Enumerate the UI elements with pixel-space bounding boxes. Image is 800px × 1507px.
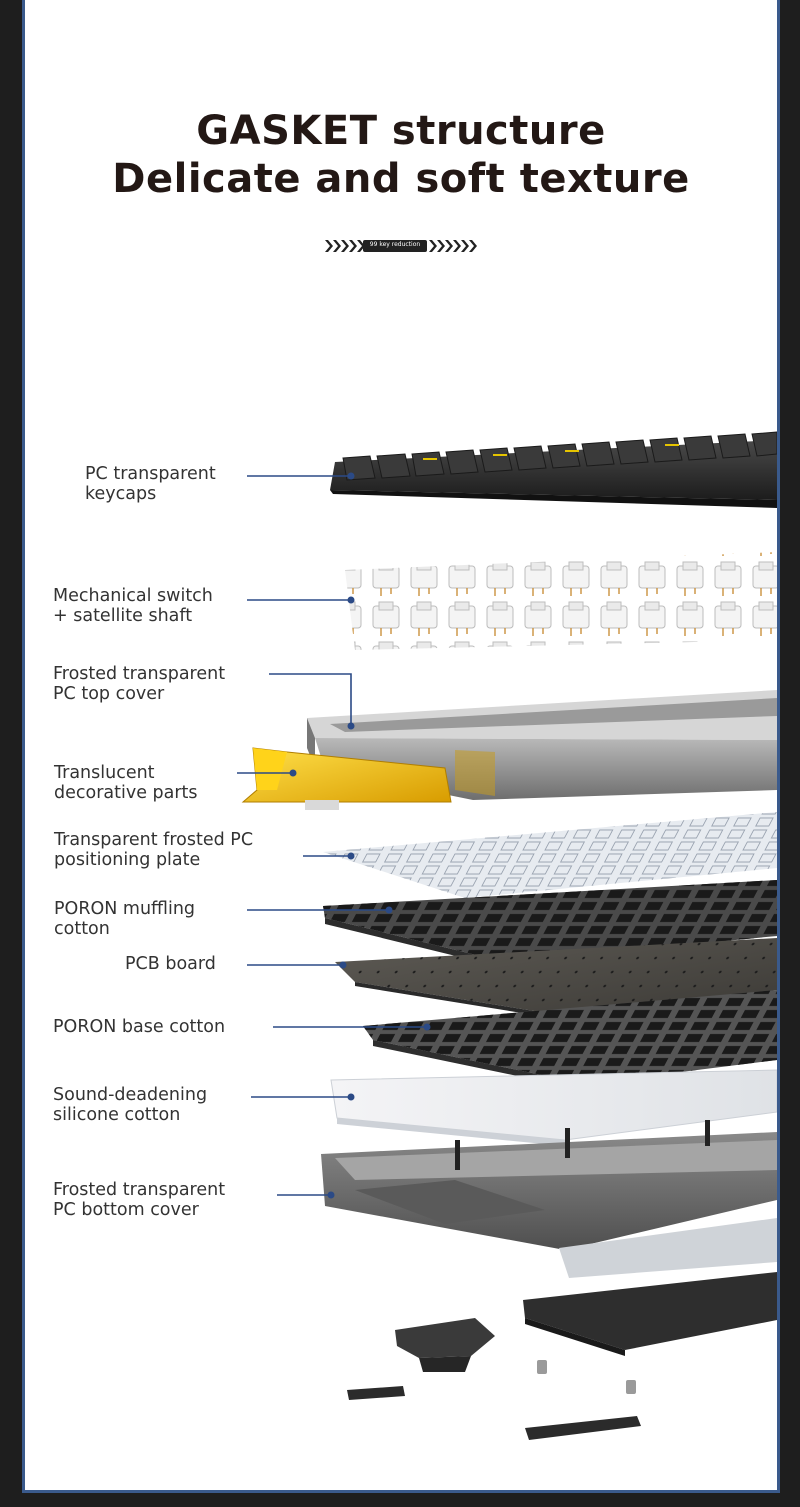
label-pcb: PCB board: [125, 954, 216, 974]
switches-layer: [345, 552, 777, 650]
title-line-2: Delicate and soft texture: [112, 156, 690, 202]
exploded-view-illustration: [237, 431, 777, 1440]
bottom-cover-layer: [321, 1120, 777, 1278]
pcb-layer: [335, 938, 777, 1020]
label-poron-base: PORON base cotton: [53, 1017, 226, 1037]
keycaps-layer: [330, 431, 777, 508]
label-decorative-parts: Translucent decorative parts: [54, 763, 198, 803]
label-positioning-plate: Transparent frosted PC positioning plate: [54, 830, 254, 870]
silicone-layer: [330, 1069, 777, 1146]
label-silicone: Sound-deadening silicone cotton: [53, 1085, 208, 1125]
badge-chevrons-icon: [325, 240, 477, 252]
decorative-part-layer: [241, 747, 452, 810]
label-top-cover: Frosted transparent PC top cover: [53, 664, 226, 704]
title-line-1: GASKET structure: [196, 108, 606, 154]
badge-label: 99 key reduction: [369, 241, 421, 248]
leader-dots: [289, 472, 431, 1199]
feet-parts: [347, 1272, 777, 1440]
label-keycaps: PC transparent keycaps: [85, 464, 216, 504]
label-poron-muffling: PORON muffling cotton: [54, 899, 196, 939]
positioning-plate-layer: [323, 812, 777, 898]
page-frame: GASKET structure Delicate and soft textu…: [22, 0, 780, 1493]
poron-muffling-layer: [323, 880, 777, 968]
label-switch: Mechanical switch + satellite shaft: [53, 586, 213, 626]
label-bottom-cover: Frosted transparent PC bottom cover: [53, 1180, 226, 1220]
leader-lines: [237, 475, 427, 1196]
key-count-badge: 99 key reduction: [323, 237, 479, 255]
